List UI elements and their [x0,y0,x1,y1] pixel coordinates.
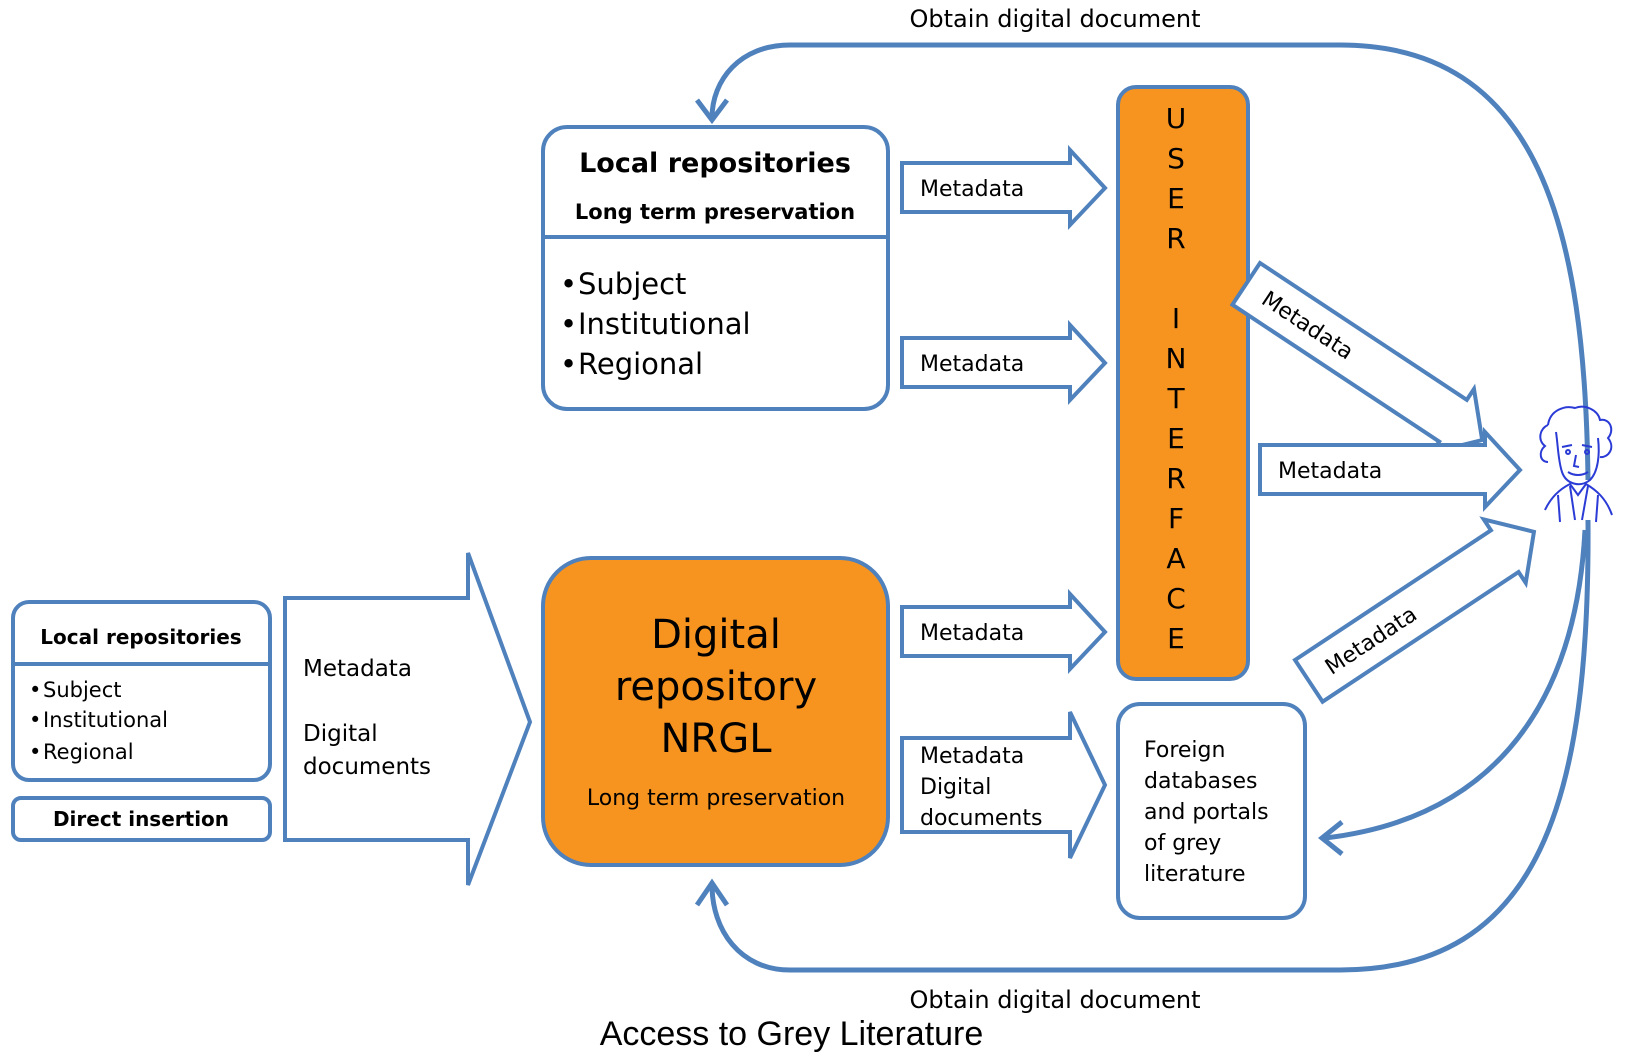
user-interface-letter: F [1168,502,1184,535]
user-interface-letter: A [1166,542,1185,575]
list-item: Regional [43,740,134,764]
user-interface-letter: E [1167,182,1185,215]
obtain-document-bottom-flow: Obtain digital document [694,519,1591,1014]
nrgl-title: Digital [651,612,781,658]
user-interface-letter: R [1166,222,1185,255]
nrgl-title: NRGL [661,716,773,762]
user-interface-letter: E [1167,422,1185,455]
local-repositories-left-box: Local repositories • Subject • Instituti… [11,600,272,782]
diagram-caption: Access to Grey Literature [599,1015,984,1053]
direct-insertion-box: Direct insertion [11,796,272,842]
nrgl-subtitle: Long term preservation [587,786,845,811]
user-interface-letter: I [1172,302,1180,335]
nrgl-title: repository [615,664,817,710]
list-item: Subject [578,267,686,301]
local-repositories-left-title: Local repositories [40,625,241,649]
user-interface-letter: C [1166,582,1186,615]
nrgl-repository-box: Digital repository NRGL Long term preser… [541,556,890,867]
bullet: • [29,678,41,702]
metadata-arrow-label: Metadata [920,177,1024,202]
local-repositories-top-box: Local repositories Long term preservatio… [541,125,890,411]
list-item: Institutional [43,708,168,732]
metadata-arrow-3: Metadata [900,588,1108,675]
user-figure-icon [1539,405,1613,523]
user-interface-letter: N [1166,342,1187,375]
user-metadata-label: Metadata [1278,459,1382,484]
list-item: Subject [43,678,122,702]
metadata-documents-label: Metadata [920,744,1024,769]
list-item: Regional [578,347,703,381]
obtain-document-top-flow: Obtain digital document [695,5,1591,481]
list-item: Institutional [578,307,751,341]
big-input-arrow: Metadata Digital documents [283,552,533,886]
big-arrow-label: documents [303,754,431,780]
bullet: • [560,267,577,301]
user-metadata-arrow-2: Metadata [1258,426,1523,513]
user-interface-letter: E [1167,622,1185,655]
foreign-label: Foreign [1144,738,1225,763]
direct-insertion-label: Direct insertion [53,807,229,831]
bullet: • [29,708,41,732]
foreign-databases-box: Foreign databases and portals of grey li… [1116,702,1307,920]
user-interface-letter: S [1167,142,1185,175]
bullet: • [29,740,41,764]
foreign-label: and portals [1144,800,1269,825]
user-metadata-arrow-1: Metadata [1229,260,1485,456]
big-arrow-label: Metadata [303,656,412,682]
user-interface-letter: U [1166,102,1187,135]
metadata-arrow-1: Metadata [900,144,1108,231]
foreign-label: literature [1144,862,1246,887]
bottom-flow-label: Obtain digital document [909,986,1200,1014]
bullet: • [560,307,577,341]
metadata-documents-arrow: Metadata Digital documents [900,711,1108,859]
user-interface-letter: R [1166,462,1185,495]
foreign-label: of grey [1144,831,1221,856]
metadata-arrow-label: Metadata [920,352,1024,377]
foreign-label: databases [1144,769,1257,794]
metadata-documents-label: Digital [920,775,991,800]
metadata-documents-label: documents [920,806,1042,831]
big-arrow-label: Digital [303,721,378,747]
top-flow-label: Obtain digital document [909,5,1200,33]
bullet: • [560,347,577,381]
metadata-arrow-label: Metadata [920,621,1024,646]
metadata-arrow-2: Metadata [900,319,1108,406]
user-metadata-arrow-3: Metadata [1292,516,1537,705]
foreign-incoming-flow [1317,529,1588,856]
user-interface-letter: T [1166,382,1185,415]
local-repositories-top-subtitle: Long term preservation [575,200,855,224]
local-repositories-top-title: Local repositories [579,148,851,179]
